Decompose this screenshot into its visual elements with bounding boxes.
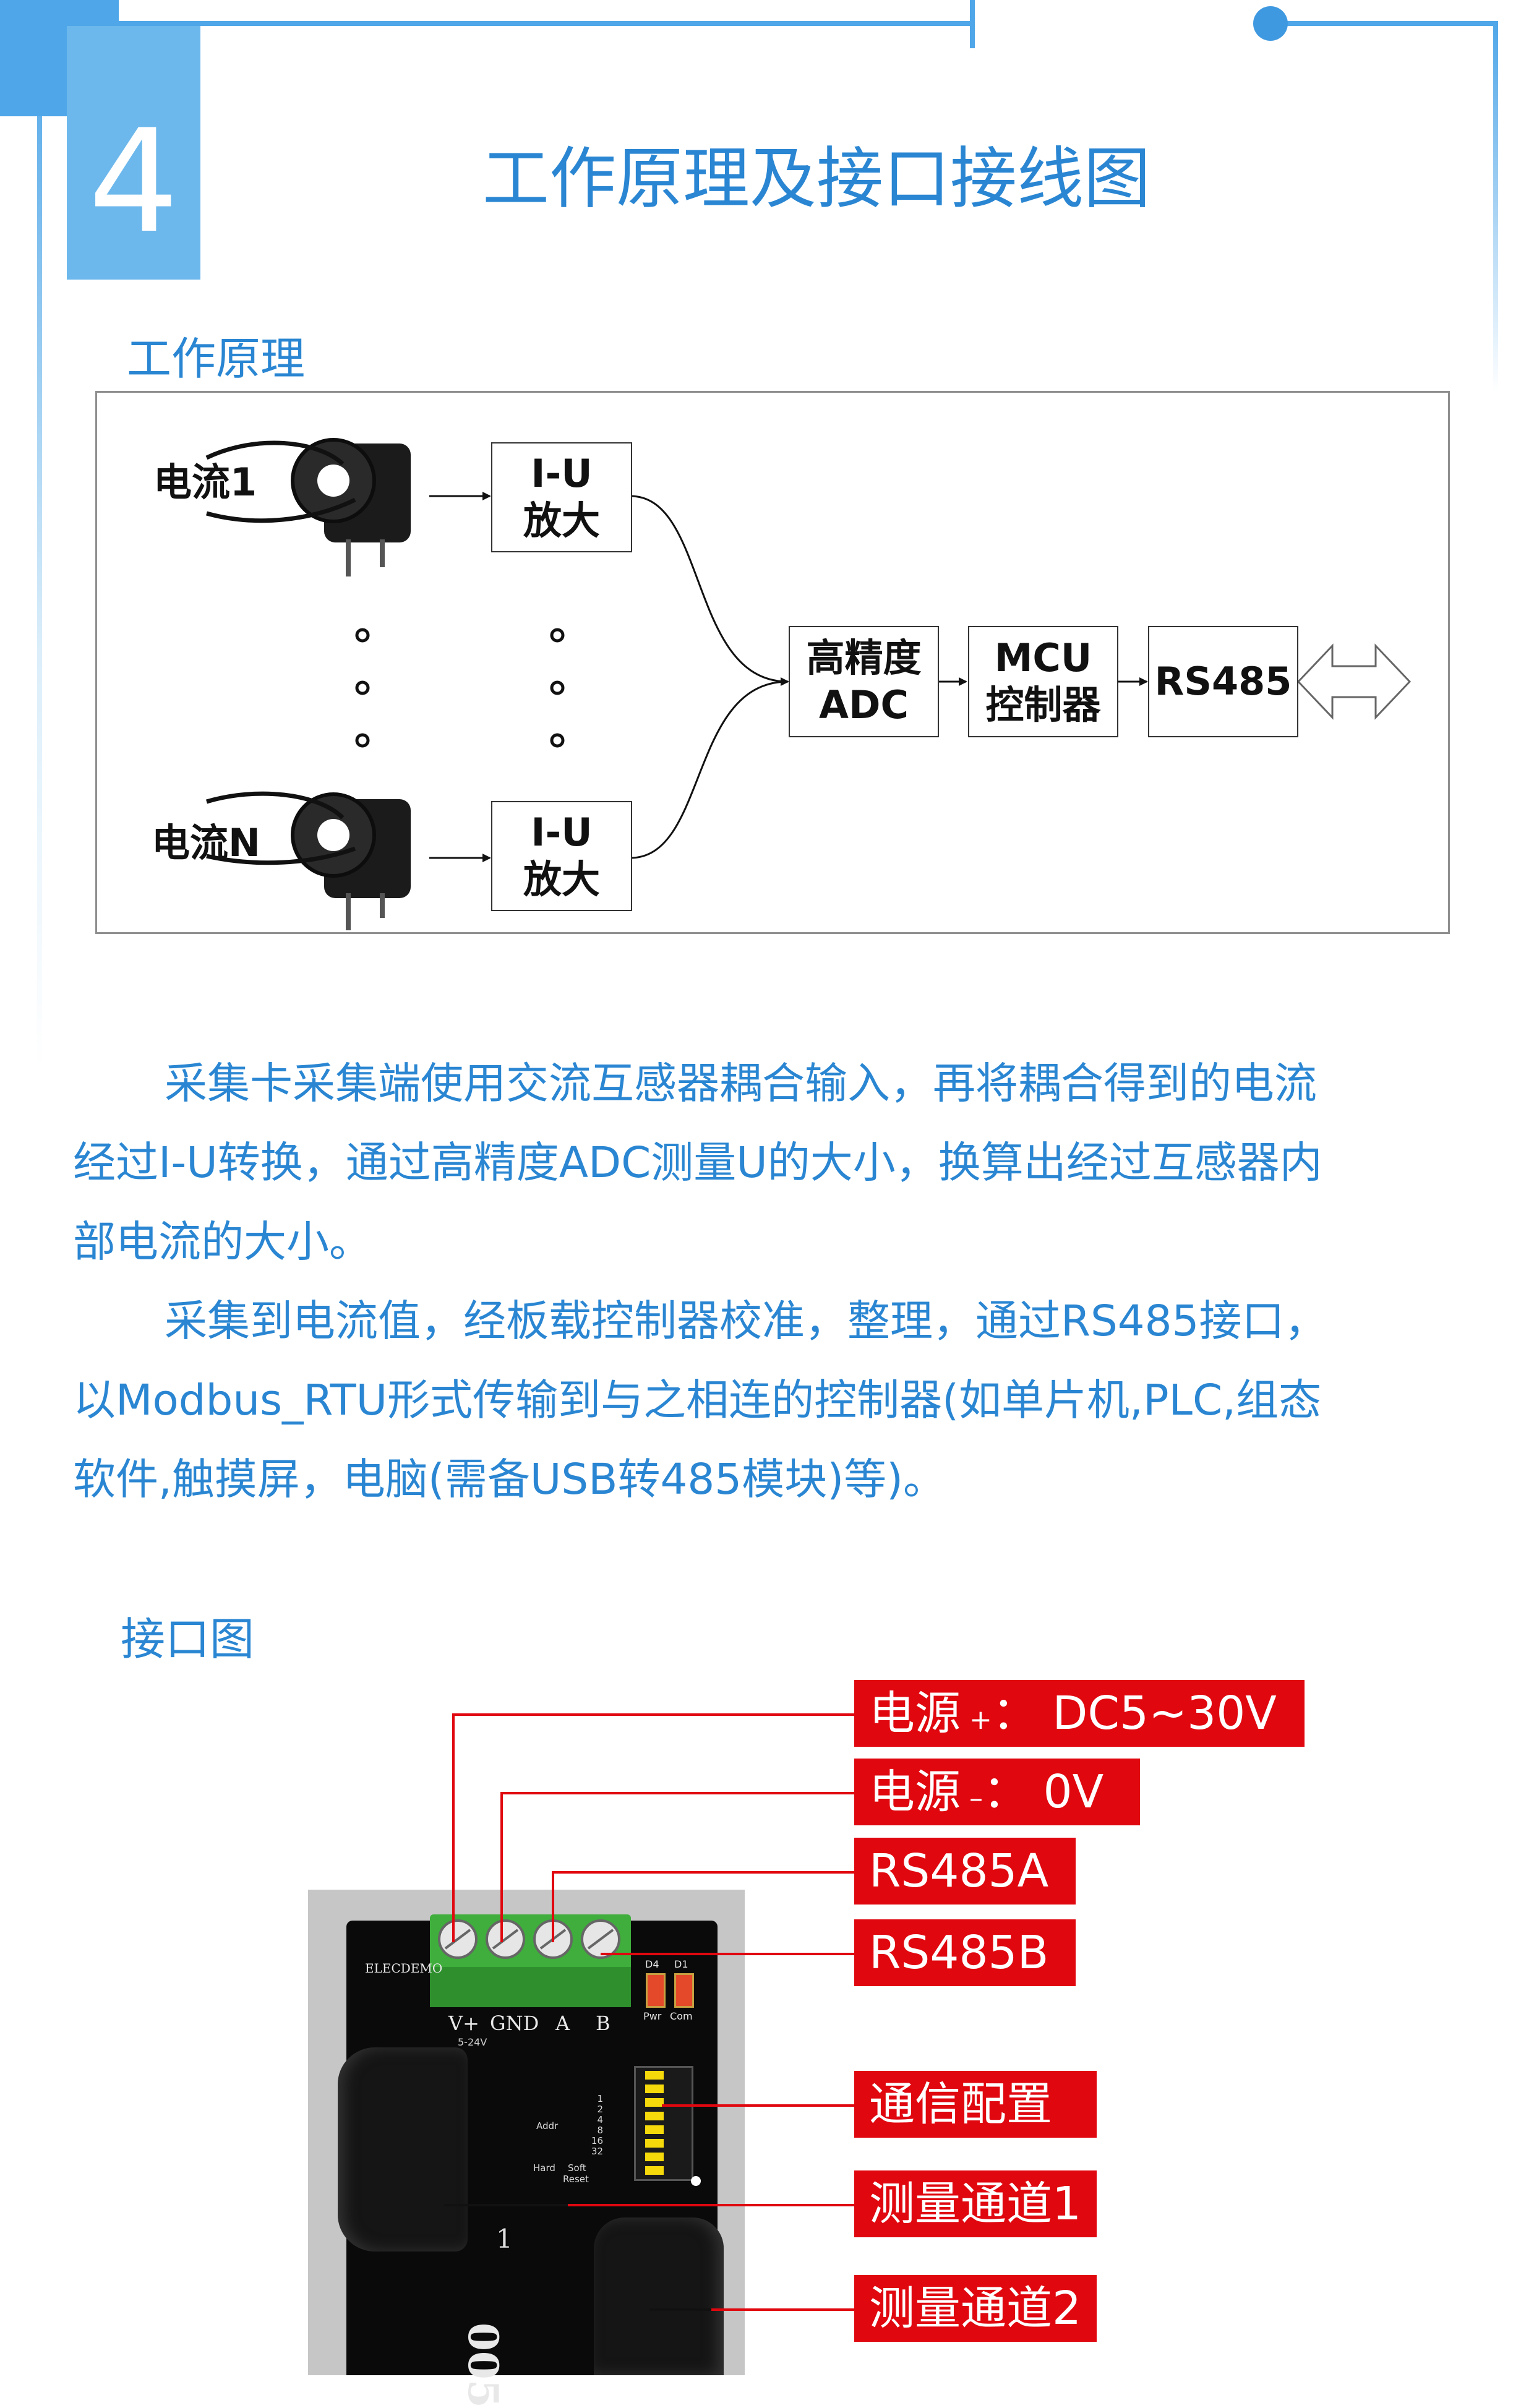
leader-comm-config-h [662,2104,854,2107]
tag-power-minus: 电源 –： 0V [854,1759,1140,1825]
leader-rs485b-h [601,1953,854,1955]
left-edge-line [37,19,42,1070]
measurement-channel-2-ct [594,2217,724,2375]
bidirectional-arrow-icon [1296,643,1412,720]
leader-channel-2-h [711,2308,854,2311]
current-transformer-1-icon [205,438,411,576]
terminal-label-a: A [555,2012,570,2035]
paragraph-2-line-2: 以Modbus_RTU形式传输到与之相连的控制器(如单片机,PLC,组态 [73,1376,1322,1425]
voltage-note: 5-24V [458,2036,487,2048]
principle-title: 工作原理 [127,333,306,385]
dip-reset-label: Reset [563,2174,589,2185]
header-dot [1253,6,1288,41]
terminal-label-gnd: GND [490,2012,539,2035]
dip-soft-label: Soft [568,2162,586,2174]
measurement-channel-1-ct [338,2047,468,2252]
tag-power-plus: 电源 +： DC5~30V [854,1680,1305,1747]
adc-block: 高精度 ADC [789,626,939,737]
header-top-line [67,21,975,26]
description: 采集卡采集端使用交流互感器耦合输入，再将耦合得到的电流 经过I-U转换，通过高精… [73,1044,1452,1519]
tag-comm-config: 通信配置 [854,2071,1097,2138]
tag-channel-1: 测量通道1 [854,2170,1097,2237]
ellipsis-dots [355,628,565,748]
current-transformer-n-icon [205,791,411,930]
dip-switch-graphic [645,2071,701,2186]
iu-amplifier-n-block: I-U 放大 [491,801,632,911]
led-d4-label: D4 [645,1958,659,1970]
board-model-text: 005 [459,2323,507,2408]
leader-channel-2-black [649,2308,711,2311]
terminal-label-b: B [596,2012,611,2035]
header-right-vertical-line [1493,21,1498,392]
led-pwr-label: Pwr [643,2010,662,2022]
terminal-screws-graphic [430,1919,631,2007]
paragraph-2-line-1: 采集到电流值，经板载控制器校准，整理，通过RS485接口， [165,1296,1327,1346]
terminal-label-vplus: V+ [448,2012,479,2035]
tag-channel-2: 测量通道2 [854,2275,1097,2342]
principle-diagram-graphics [205,438,1412,930]
rs485-block: RS485 [1148,626,1298,737]
led-com-label: Com [670,2010,693,2022]
section-number-badge [67,25,200,280]
led-d1-label: D1 [674,1958,688,1970]
leader-power-minus-v [500,1792,503,1942]
board-brand: ELECDEMO [365,1961,443,1976]
interface-title: 接口图 [121,1613,255,1665]
leader-rs485a-v [552,1871,554,1942]
tag-rs485b: RS485B [854,1919,1076,1986]
header-line-tick [970,0,975,48]
led-pwr [646,1973,666,2008]
channel-number: 1 [496,2224,513,2254]
paragraph-1-line-1: 采集卡采集端使用交流互感器耦合输入，再将耦合得到的电流 [165,1059,1317,1108]
paragraph-1-line-3: 部电流的大小。 [73,1217,372,1267]
leader-power-plus-h [452,1713,854,1716]
leader-power-minus-h [500,1792,854,1794]
paragraph-2-line-3: 软件,触摸屏，电脑(需备USB转485模块)等)。 [73,1455,946,1504]
sensor-1-label: 电流1 [153,460,257,505]
leader-rs485a-h [552,1871,854,1874]
dip-numbers: 1 2 4 8 16 32 [591,2093,603,2157]
dip-hard-label: Hard [533,2162,555,2174]
leader-power-plus-v [452,1713,455,1942]
section-number: 4 [88,100,179,265]
led-com [674,1973,694,2008]
mcu-block: MCU 控制器 [968,626,1118,737]
tag-rs485a: RS485A [854,1838,1076,1905]
header-right-line [1274,21,1498,26]
leader-channel-1-h [568,2204,854,2206]
iu-amplifier-1-block: I-U 放大 [491,442,632,552]
page-title: 工作原理及接口接线图 [482,140,1150,218]
dip-addr-label: Addr [536,2120,559,2132]
leader-channel-1-black [444,2204,568,2206]
sensor-n-label: 电流N [152,820,260,865]
paragraph-1-line-2: 经过I-U转换，通过高精度ADC测量U的大小，换算出经过互感器内 [73,1138,1322,1188]
